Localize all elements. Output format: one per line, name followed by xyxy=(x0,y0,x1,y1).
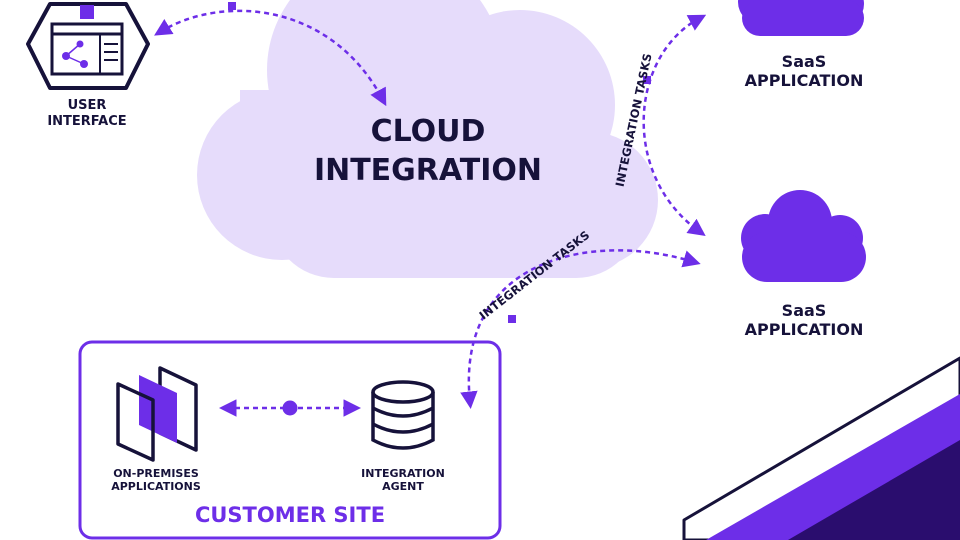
user-interface-line2: INTERFACE xyxy=(47,113,127,129)
integration-agent-label: INTEGRATION AGENT xyxy=(343,467,463,493)
customer-site-frame xyxy=(78,340,502,540)
database-icon xyxy=(371,380,435,450)
on-premises-line2: APPLICATIONS xyxy=(111,480,201,494)
agent-line1: INTEGRATION xyxy=(361,467,445,480)
user-interface-icon xyxy=(26,2,150,90)
cloud-to-saas-connector xyxy=(642,14,707,237)
saas-to-agent-connector xyxy=(460,249,701,409)
saas-application-label-top: SaaS APPLICATION xyxy=(722,52,886,90)
saas-cloud-icon-top xyxy=(738,0,864,36)
on-premises-label: ON-PREMISES APPLICATIONS xyxy=(96,467,216,493)
decorative-stripes xyxy=(682,356,960,540)
cloud-title-line1: CLOUD xyxy=(370,114,486,149)
on-premises-line1: ON-PREMISES xyxy=(113,467,199,480)
connector-dot-icon xyxy=(508,315,516,323)
customer-site-title: CUSTOMER SITE xyxy=(194,503,386,527)
cloud-integration-title: CLOUD INTEGRATION xyxy=(290,112,566,190)
connector-dot-icon xyxy=(228,2,236,10)
cloud-integration-shape xyxy=(197,0,658,278)
on-premises-icon xyxy=(116,366,198,462)
connector-dot-icon xyxy=(282,400,298,416)
saas-cloud-icon-bottom xyxy=(741,190,866,282)
saas-top-line2: APPLICATION xyxy=(744,71,864,91)
user-interface-label: USER INTERFACE xyxy=(30,98,144,129)
cloud-title-line2: INTEGRATION xyxy=(313,153,543,188)
saas-application-label-bottom: SaaS APPLICATION xyxy=(722,301,886,339)
agent-line2: AGENT xyxy=(382,480,424,494)
saas-bottom-line1: SaaS xyxy=(781,301,827,320)
connector-dot-icon xyxy=(643,76,651,84)
saas-top-line1: SaaS xyxy=(781,52,827,71)
ui-to-cloud-connector xyxy=(154,9,387,107)
saas-bottom-line2: APPLICATION xyxy=(744,320,864,340)
user-interface-line1: USER xyxy=(67,98,107,113)
